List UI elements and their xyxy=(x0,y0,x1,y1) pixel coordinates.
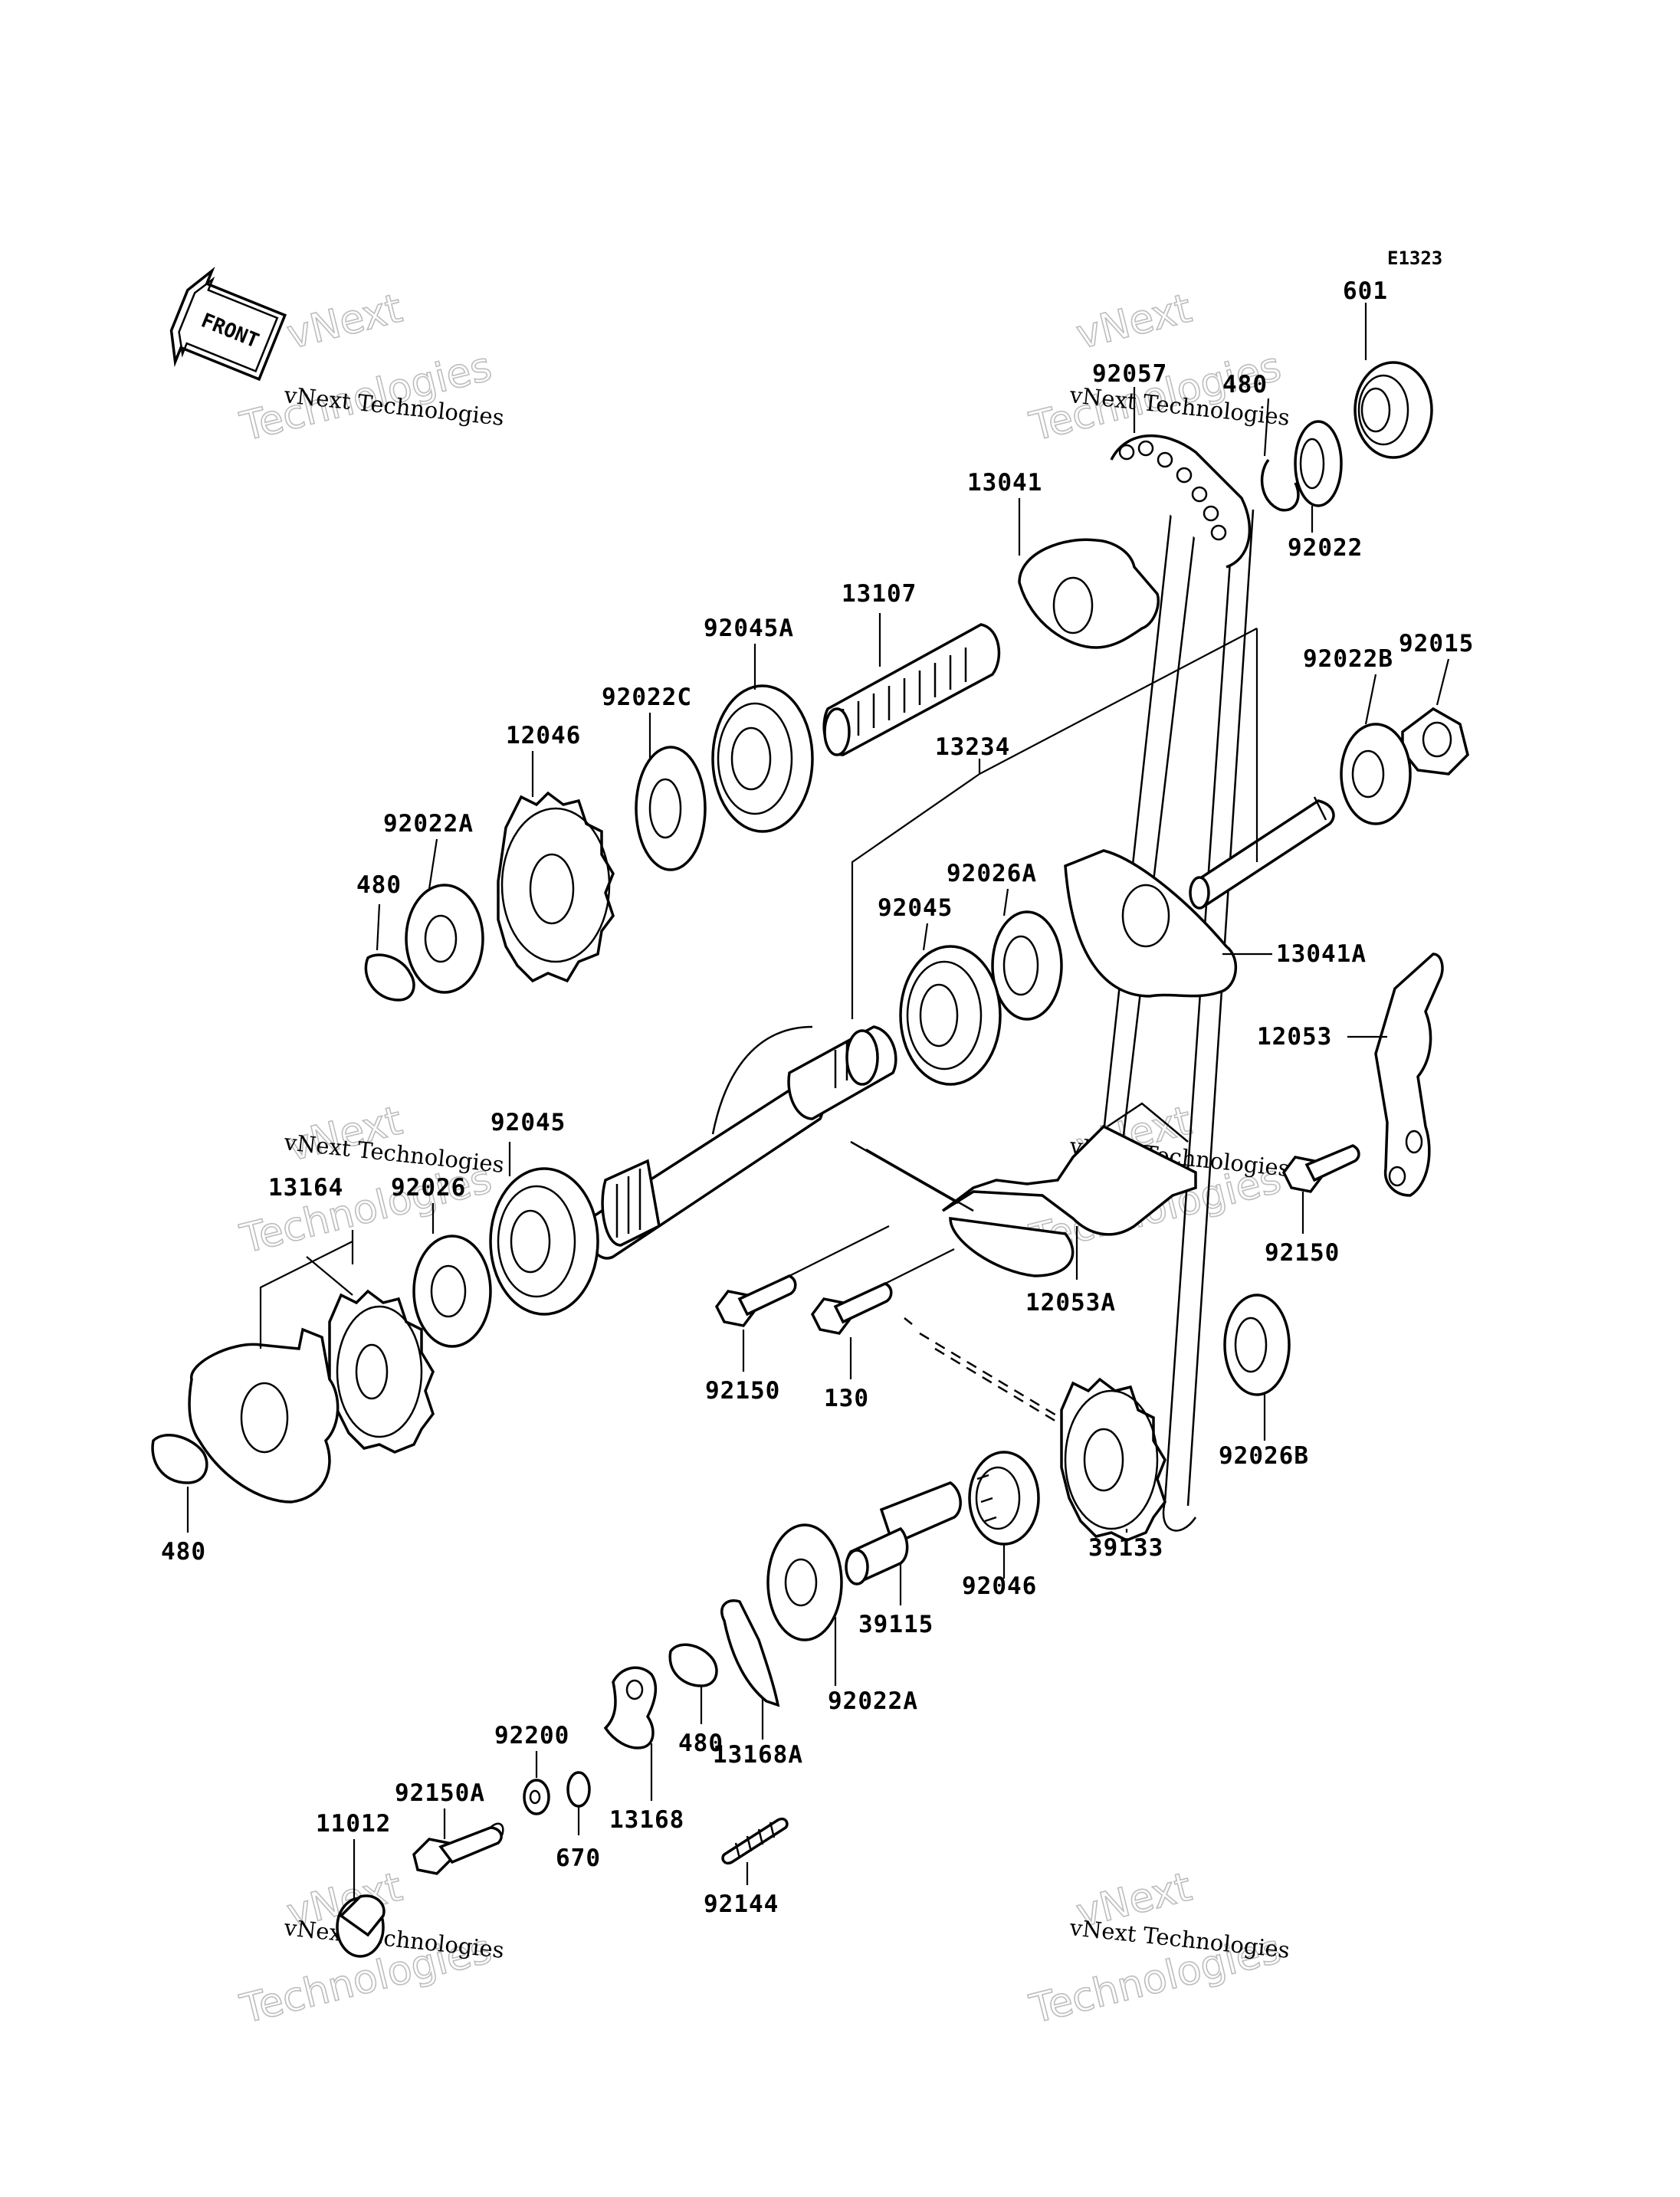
part-12046-sprocket xyxy=(497,751,615,983)
label-92200: 92200 xyxy=(494,1722,569,1749)
label-92046: 92046 xyxy=(962,1572,1037,1600)
label-12046: 12046 xyxy=(506,722,581,749)
label-92022C: 92022C xyxy=(602,684,692,711)
label-92150-mid: 92150 xyxy=(705,1377,780,1405)
label-92026: 92026 xyxy=(391,1174,466,1202)
label-92022A-low: 92022A xyxy=(828,1687,918,1715)
label-92057: 92057 xyxy=(1092,360,1167,388)
part-92022-washer xyxy=(1294,420,1343,533)
label-92022A-top: 92022A xyxy=(383,810,474,838)
part-92150-bolt-right xyxy=(1281,1144,1360,1234)
label-92045-mid: 92045 xyxy=(878,894,953,922)
label-601: 601 xyxy=(1343,277,1388,305)
label-92026A: 92026A xyxy=(947,860,1037,887)
label-39115: 39115 xyxy=(858,1611,934,1638)
part-13041-cam xyxy=(1018,498,1160,649)
label-13234: 13234 xyxy=(935,733,1010,761)
part-13168-pawl xyxy=(603,1666,658,1801)
part-11012-cap xyxy=(336,1839,386,1958)
part-92022A-washer-low xyxy=(766,1523,843,1686)
label-92150-right: 92150 xyxy=(1265,1239,1340,1267)
front-arrow-icon: FRONT xyxy=(169,267,287,382)
watermark-brand: vNext xyxy=(1072,286,1196,359)
label-480-low: 480 xyxy=(678,1730,724,1757)
label-13107: 13107 xyxy=(842,580,917,608)
part-92046-bearing xyxy=(968,1451,1040,1579)
part-92045-bearing-low xyxy=(489,1142,599,1316)
part-92045-bearing-mid xyxy=(899,923,1002,1086)
label-13041A: 13041A xyxy=(1276,940,1367,968)
label-92022: 92022 xyxy=(1288,534,1363,562)
part-480-circlip-low xyxy=(668,1643,718,1724)
label-480-left: 480 xyxy=(356,871,402,899)
label-13168A: 13168A xyxy=(713,1741,803,1769)
label-92015: 92015 xyxy=(1399,630,1474,657)
label-92026B: 92026B xyxy=(1219,1442,1309,1470)
part-480-circlip-left xyxy=(364,903,415,1002)
part-13234-shaft xyxy=(586,628,1258,1260)
part-12053A-bracket xyxy=(941,1102,1197,1280)
label-92022B: 92022B xyxy=(1303,645,1393,673)
part-92022B-washer xyxy=(1340,674,1412,825)
label-92045-low: 92045 xyxy=(491,1109,566,1136)
part-92026A-collar xyxy=(991,888,1063,1021)
label-12053: 12053 xyxy=(1257,1023,1332,1051)
label-480-bottom: 480 xyxy=(161,1538,206,1566)
label-12053A: 12053A xyxy=(1025,1289,1116,1317)
label-92150A: 92150A xyxy=(395,1779,485,1807)
part-13041A-cam xyxy=(1064,849,1272,998)
part-13164-sprocket-cam xyxy=(188,1230,435,1503)
part-480-circlip-bottom xyxy=(151,1434,208,1533)
part-39133-sprocket xyxy=(1060,1377,1166,1542)
part-92200-washer xyxy=(523,1751,550,1815)
label-39133: 39133 xyxy=(1088,1534,1163,1562)
part-92026-washer xyxy=(412,1203,492,1348)
drive-chain xyxy=(1094,434,1255,1532)
part-39115-shaft xyxy=(845,1481,962,1605)
part-92015-nut xyxy=(1401,658,1469,776)
label-92144: 92144 xyxy=(704,1890,779,1918)
part-92026B-collar xyxy=(1223,1294,1291,1441)
label-13041: 13041 xyxy=(967,469,1042,497)
label-130: 130 xyxy=(824,1385,869,1412)
part-12053-lever xyxy=(1347,953,1444,1197)
label-11012: 11012 xyxy=(316,1810,391,1838)
label-13168: 13168 xyxy=(609,1806,684,1834)
part-601-bearing xyxy=(1354,303,1433,459)
label-670: 670 xyxy=(556,1844,601,1872)
part-92022A-washer-top xyxy=(405,838,484,994)
part-92150-bolt-mid xyxy=(714,1225,890,1372)
part-92144-spring xyxy=(721,1818,789,1885)
part-13107-shaft xyxy=(822,613,1001,756)
part-13168A-plate xyxy=(720,1599,780,1740)
part-92150A-bolt xyxy=(412,1808,504,1875)
label-480-top: 480 xyxy=(1222,371,1268,398)
part-92022C-washer xyxy=(635,713,707,871)
chain-links xyxy=(1118,440,1227,541)
part-480-circlip-top xyxy=(1260,398,1300,512)
part-670-oring xyxy=(566,1771,591,1835)
label-92045A: 92045A xyxy=(704,615,794,642)
part-shift-pivot-bolt xyxy=(1189,796,1335,910)
label-13164: 13164 xyxy=(268,1174,343,1202)
diagram-code: E1323 xyxy=(1387,248,1442,269)
watermark-bottom-right: vNext Technologies vNext Technologies xyxy=(1025,1864,1291,2034)
watermark-brand: vNext xyxy=(283,286,407,359)
part-92045A-bearing xyxy=(711,644,814,833)
part-130-bolt xyxy=(810,1248,955,1379)
